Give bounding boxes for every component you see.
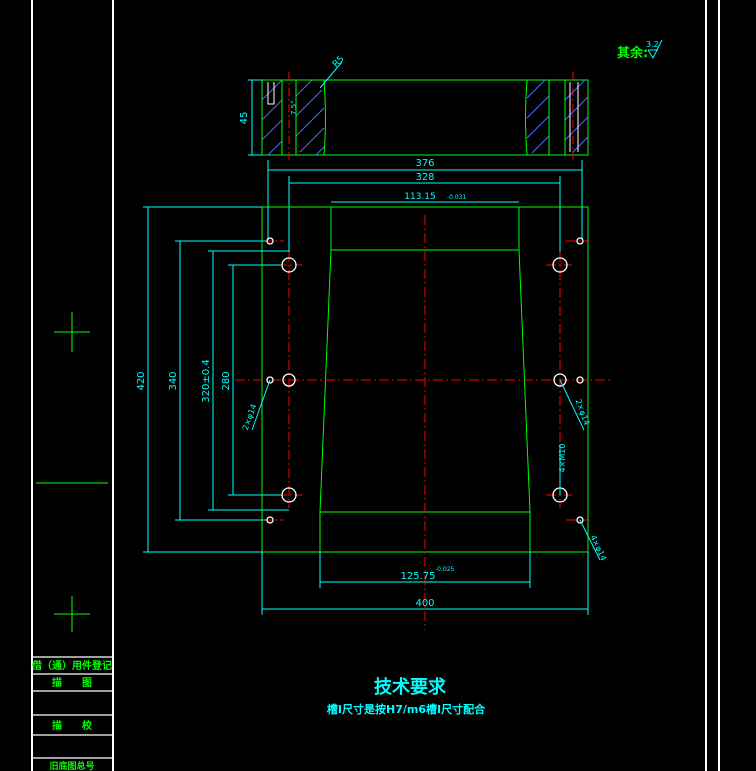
tech-req-title: 技术要求 [374, 676, 447, 698]
pin-hole-icon [266, 516, 274, 524]
registration-marks [36, 312, 108, 632]
dim-400: 400 [415, 598, 434, 609]
section-hatching [261, 79, 589, 156]
top-dimensions [267, 160, 583, 258]
side-section-view: 45 R5 7.5° [239, 54, 589, 160]
hole-icon [553, 373, 567, 387]
dim-320: 320±0.4 [201, 359, 212, 402]
dim-113-tol: -0.031 [447, 194, 467, 201]
roughness-icon [647, 39, 663, 60]
dim-113: 113.15 [404, 192, 436, 202]
plan-centerlines [235, 215, 612, 630]
title-block-borrowed: 借（通）用件登记 [31, 659, 112, 672]
pin-hole-icon [266, 237, 274, 245]
title-block: 借（通）用件登记 描 图 描 校 旧底图总号 [31, 656, 113, 771]
hole-icon [552, 257, 568, 273]
tech-req-text: 槽I尺寸是按H7/m6槽I尺寸配合 [327, 702, 486, 716]
title-block-check: 描 校 [52, 719, 93, 732]
pin-hole-icon [576, 376, 584, 384]
dim-280: 280 [221, 371, 232, 390]
dim-125: 125.75 [401, 571, 436, 582]
roughness-label: 其余: [617, 45, 648, 61]
dim-hole-left: 2×φ14 [241, 403, 259, 432]
pin-hole-icon [576, 516, 584, 524]
technical-requirements: 技术要求 槽I尺寸是按H7/m6槽I尺寸配合 [327, 676, 486, 716]
dim-125-tol: -0.025 [435, 566, 455, 573]
title-block-trace: 描 图 [52, 676, 92, 689]
left-dimensions [143, 206, 289, 553]
dim-340: 340 [168, 371, 179, 390]
dim-height-45: 45 [239, 112, 250, 125]
roughness-note: 其余: 3.2 [617, 39, 663, 61]
dim-hole-bottom: 4×φ14 [588, 534, 608, 563]
pin-hole-icon [576, 237, 584, 245]
pin-hole-icon [266, 376, 274, 384]
hole-leaders [251, 379, 601, 561]
dim-hole-right: 2×φ14 [573, 398, 591, 427]
dim-328: 328 [415, 172, 434, 183]
drawing-frame [31, 0, 720, 771]
mounting-holes [266, 237, 584, 524]
hole-icon [282, 373, 296, 387]
title-block-old-number: 旧底图总号 [49, 760, 94, 771]
dim-angle: 7.5° [290, 100, 298, 115]
roughness-value: 3.2 [646, 40, 659, 49]
dim-376: 376 [415, 158, 434, 169]
bottom-dimensions [261, 552, 589, 615]
dim-radius-r5: R5 [331, 54, 347, 70]
side-view-outline [261, 79, 589, 156]
dim-420: 420 [136, 371, 147, 390]
dim-hole-m10: 4×M10 [558, 444, 567, 473]
